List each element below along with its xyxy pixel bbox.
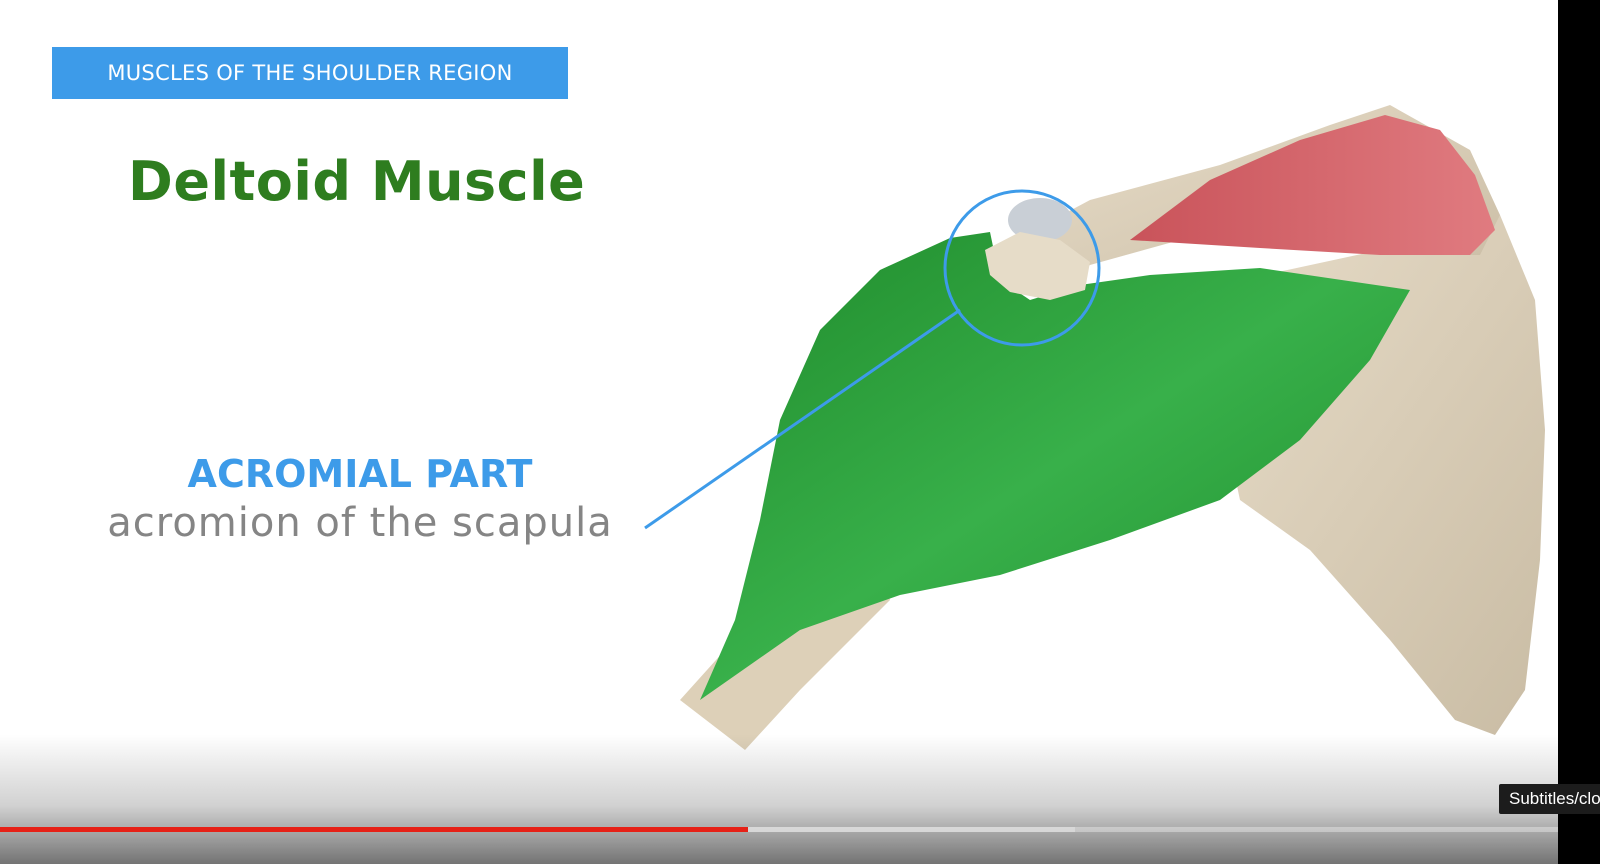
deltoid-muscle [700, 232, 1410, 700]
acromion-bone [985, 232, 1090, 300]
shoulder-illustration [644, 105, 1545, 750]
humeral-head [1008, 198, 1072, 242]
pointer-line [644, 308, 961, 530]
subtitles-tooltip: Subtitles/closed captions [1499, 784, 1600, 814]
played-bar [0, 827, 748, 832]
origin-label: acromion of the scapula [107, 500, 613, 546]
player-edge [1558, 0, 1600, 864]
section-badge: MUSCLES OF THE SHOULDER REGION [52, 47, 568, 99]
controls-gradient [0, 734, 1558, 864]
highlight-circle [943, 189, 1101, 347]
supraspinatus-muscle [1130, 115, 1495, 255]
part-label: ACROMIAL PART [187, 452, 533, 496]
video-frame[interactable]: MUSCLES OF THE SHOULDER REGION Deltoid M… [0, 0, 1558, 864]
progress-bar[interactable] [0, 827, 1558, 832]
slide-title: Deltoid Muscle [128, 150, 586, 213]
